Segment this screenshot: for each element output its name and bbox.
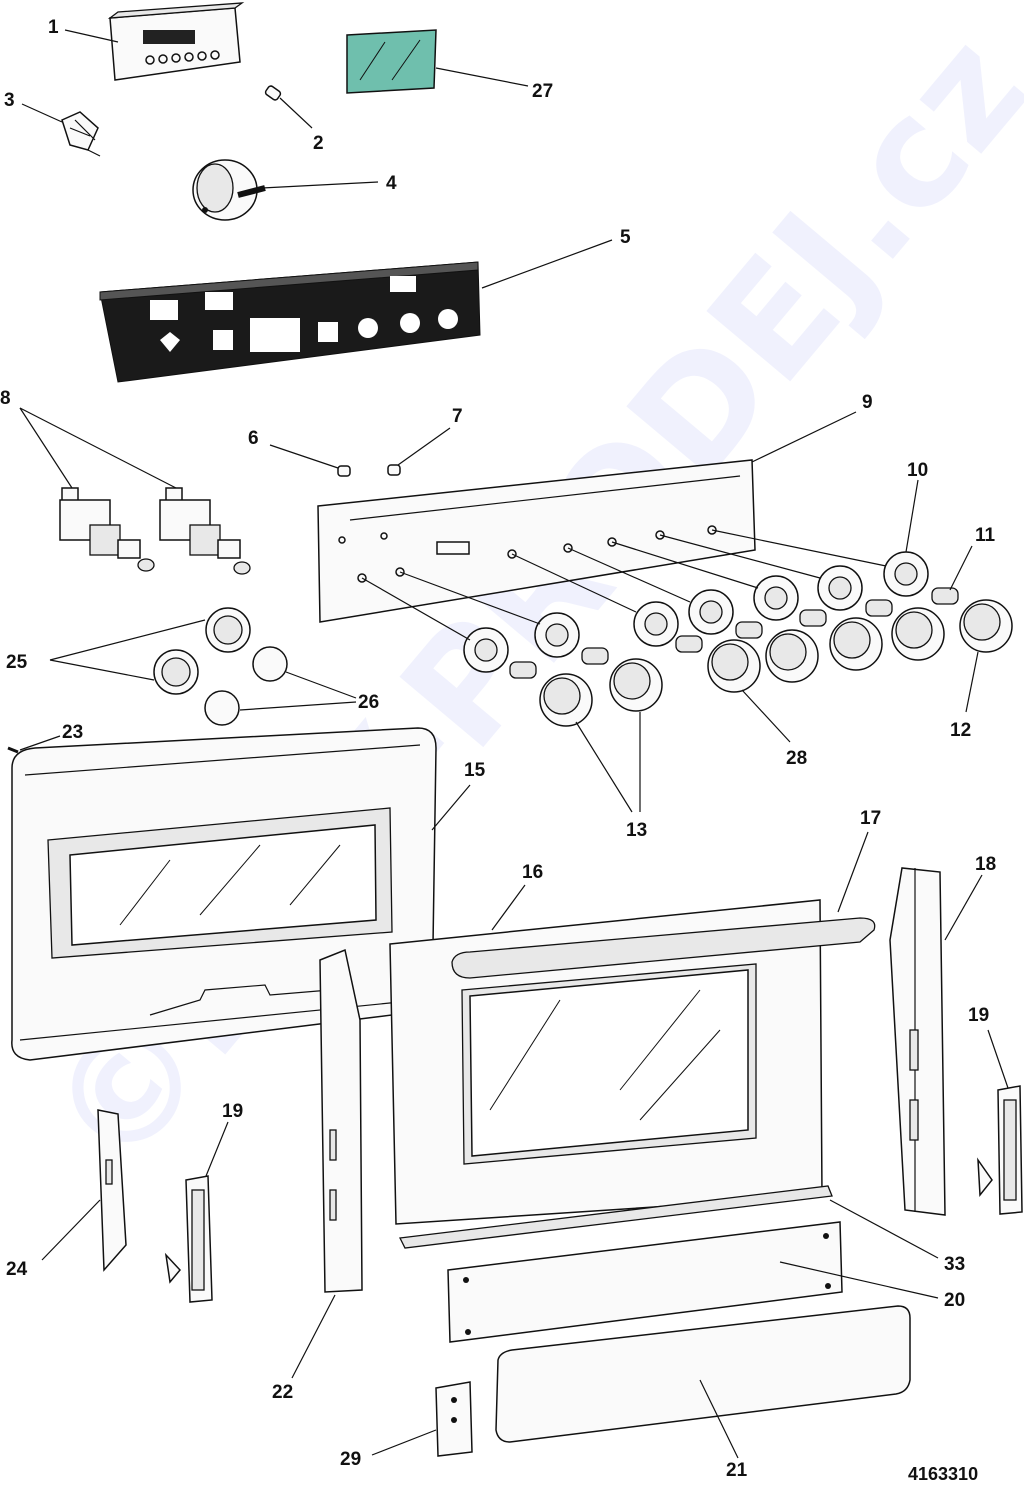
part-7-indicator-lamp <box>387 464 401 476</box>
label-33: 33 <box>944 1254 965 1275</box>
label-29: 29 <box>340 1449 361 1470</box>
label-23: 23 <box>62 722 83 743</box>
label-12: 12 <box>950 720 971 741</box>
label-24: 24 <box>6 1259 28 1280</box>
part-29-bracket <box>435 1381 473 1457</box>
part-26-lamp-lenses <box>204 646 288 726</box>
part-2-small-lamp <box>264 85 282 101</box>
label-10: 10 <box>907 460 928 481</box>
part-25-lamp-rings <box>153 607 251 695</box>
part-20-drawer-front <box>447 1221 843 1343</box>
label-19-right: 19 <box>968 1005 989 1026</box>
label-15: 15 <box>464 760 486 781</box>
part-21-plinth <box>495 1305 911 1443</box>
part-5-control-bracket <box>99 261 481 383</box>
part-23-screw <box>7 746 19 754</box>
label-9: 9 <box>862 392 873 413</box>
label-22: 22 <box>272 1382 293 1403</box>
document-number: 4163310 <box>908 1464 978 1484</box>
label-16: 16 <box>522 862 543 883</box>
knobs <box>539 599 1013 727</box>
label-7: 7 <box>452 406 463 427</box>
label-11: 11 <box>975 525 996 546</box>
label-25: 25 <box>6 652 28 673</box>
part-27-glass-panel <box>346 29 437 94</box>
label-8: 8 <box>0 388 11 409</box>
part-10-knob-bezels <box>463 551 929 673</box>
part-8-gas-valve-right <box>159 487 251 575</box>
label-18: 18 <box>975 854 996 875</box>
part-18-hinge-rail-right <box>889 867 946 1216</box>
label-21: 21 <box>726 1460 748 1481</box>
label-4: 4 <box>386 173 397 194</box>
part-6-indicator-lamp <box>337 465 351 477</box>
label-6: 6 <box>248 428 259 449</box>
part-1-timer-module <box>107 2 245 81</box>
label-13: 13 <box>626 820 647 841</box>
part-3-clip <box>61 111 101 157</box>
label-28: 28 <box>786 748 807 769</box>
label-19-left: 19 <box>222 1101 243 1122</box>
label-2: 2 <box>313 133 324 154</box>
label-5: 5 <box>620 227 631 248</box>
part-11-springs <box>509 587 959 679</box>
part-24-side-rail <box>97 1109 127 1272</box>
part-8-gas-valve-left <box>59 487 155 572</box>
part-22-hinge-rail-center <box>319 948 363 1293</box>
callout-labels: 1 2 3 4 5 6 7 8 9 10 11 12 13 15 16 17 1… <box>0 17 996 1484</box>
part-19-hinge-left <box>164 1175 213 1303</box>
label-17: 17 <box>860 808 881 829</box>
part-15-inner-door <box>11 727 437 1061</box>
part-16-outer-door <box>389 899 876 1225</box>
label-20: 20 <box>944 1290 965 1311</box>
label-26: 26 <box>358 692 379 713</box>
label-3: 3 <box>4 90 15 111</box>
part-4-rotary-switch <box>192 159 266 221</box>
part-19-hinge-right <box>977 1085 1023 1215</box>
label-1: 1 <box>48 17 59 38</box>
label-27: 27 <box>532 81 553 102</box>
part-33-trim-strip <box>399 1185 833 1249</box>
